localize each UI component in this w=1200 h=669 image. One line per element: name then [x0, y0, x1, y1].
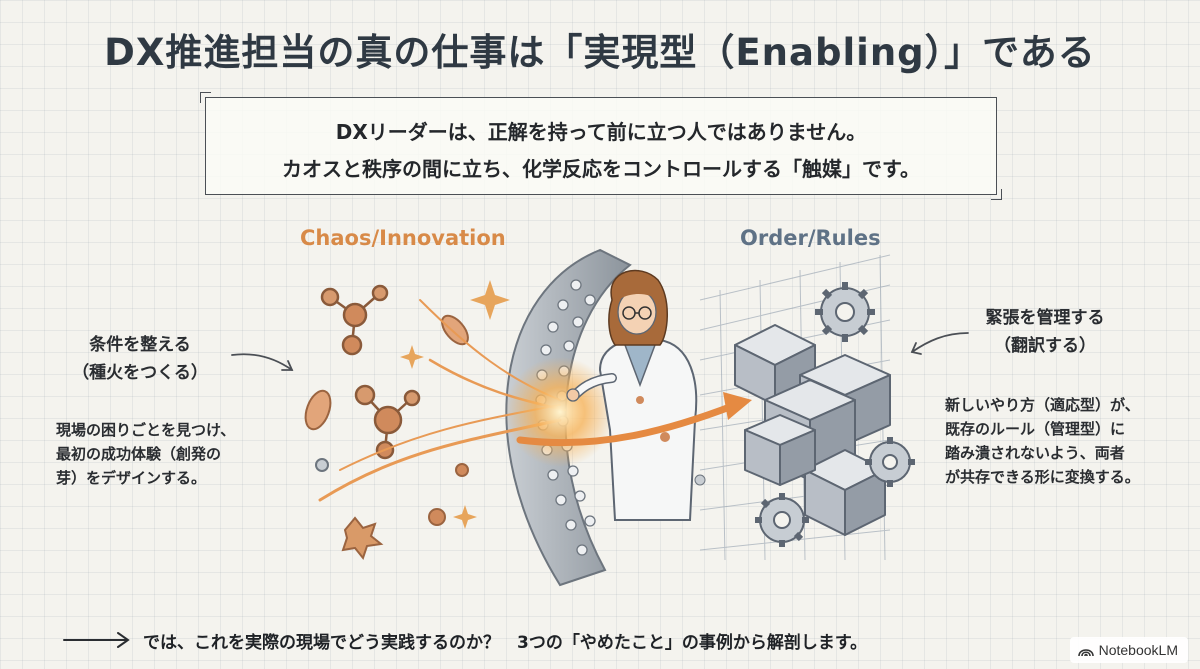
right-heading: 緊張を管理する （翻訳する） — [960, 304, 1130, 360]
molecule-icon — [320, 284, 389, 356]
order-label: Order/Rules — [740, 226, 881, 250]
right-body-line: 既存のルール（管理型）に — [945, 420, 1126, 438]
right-heading-line: （翻訳する） — [994, 336, 1096, 356]
bacteria-icon — [304, 314, 469, 561]
left-heading-line: （種火をつくる） — [72, 363, 208, 383]
badge-label: NotebookLM — [1098, 642, 1178, 658]
chaos-label: Chaos/Innovation — [300, 226, 506, 250]
left-body-line: 最初の成功体験（創発の — [56, 445, 222, 463]
right-body-line: 新しいやり方（適応型）が、 — [945, 396, 1140, 414]
left-heading-line: 条件を整える — [89, 335, 191, 355]
footer-arrow-icon — [63, 632, 130, 648]
gear-icon — [865, 437, 915, 487]
left-body-line: 芽）をデザインする。 — [56, 469, 207, 487]
left-pointer-arrow-icon — [231, 353, 294, 371]
page-title: DX推進担当の真の仕事は「実現型（Enabling）」である — [104, 31, 1096, 74]
left-description: 現場の困りごとを見つけ、 最初の成功体験（創発の 芽）をデザインする。 — [56, 418, 286, 490]
notebooklm-logo-icon — [1077, 649, 1094, 657]
right-body-line: が共存できる形に変換する。 — [945, 468, 1140, 486]
notebooklm-badge[interactable]: NotebookLM — [1069, 637, 1188, 663]
quote-box: DXリーダーは、正解を持って前に立つ人ではありません。 カオスと秩序の間に立ち、… — [200, 92, 1002, 200]
gear-icon — [815, 282, 875, 342]
footer-text: では、これを実際の現場でどう実践するのか？ 3つの「やめたこと」の事例から解剖し… — [143, 633, 868, 653]
molecule-icon — [354, 384, 421, 460]
right-body-line: 踏み潰されないよう、両者 — [945, 444, 1125, 462]
left-body-line: 現場の困りごとを見つけ、 — [56, 421, 236, 439]
gear-icon — [755, 493, 809, 547]
right-heading-line: 緊張を管理する — [985, 308, 1105, 328]
right-pointer-arrow-icon — [910, 332, 969, 355]
right-description: 新しいやり方（適応型）が、 既存のルール（管理型）に 踏み潰されないよう、両者 … — [945, 393, 1180, 489]
sparkle-icon — [400, 280, 510, 529]
quote-line-2: カオスと秩序の間に立ち、化学反応をコントロールする「触媒」です。 — [282, 157, 920, 181]
transformation-arrow-icon — [516, 392, 752, 486]
left-heading: 条件を整える （種火をつくる） — [60, 331, 220, 387]
block-structure-icon — [734, 324, 891, 536]
quote-line-1: DXリーダーは、正解を持って前に立つ人ではありません。 — [335, 120, 867, 144]
